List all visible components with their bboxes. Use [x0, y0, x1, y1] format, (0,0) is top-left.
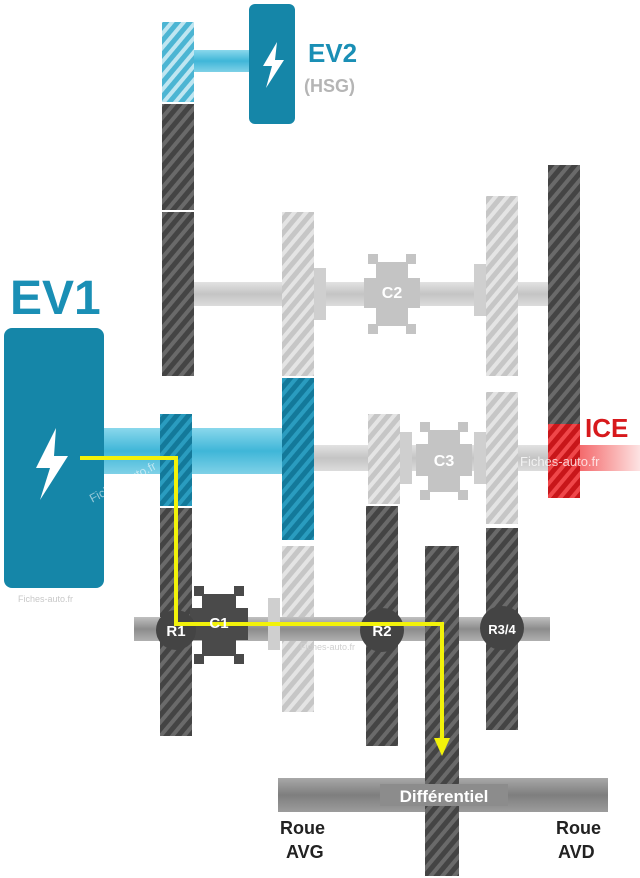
- r34-label: R3/4: [488, 622, 516, 637]
- roue-avd-label-2: AVD: [558, 842, 595, 862]
- watermark: Fiches-auto.fr: [300, 642, 355, 652]
- ev2-gear: [162, 22, 194, 102]
- gear-light-a-top: [282, 212, 314, 376]
- gear-column-left-mid: [162, 212, 194, 376]
- c2-shaft-group: C2: [194, 165, 580, 425]
- power-flow-arrowhead: [434, 738, 450, 756]
- power-flow-line: [80, 456, 444, 742]
- clutch-c3: C3: [416, 422, 472, 500]
- gear-light-c: [368, 414, 400, 504]
- lightning-bolt-icon: [36, 428, 68, 500]
- watermark: Fiches-auto.fr: [520, 454, 600, 469]
- r2-node: [360, 608, 404, 652]
- c1-label: C1: [209, 615, 228, 632]
- c2-label: C2: [382, 285, 403, 302]
- ev2-group: EV2 (HSG): [162, 4, 357, 124]
- differential-label-bg: [380, 784, 508, 806]
- ev1-shaft: [104, 428, 284, 474]
- roue-avg-label-1: Roue: [280, 818, 325, 838]
- power-flow-path: [80, 456, 450, 756]
- differential-label: Différentiel: [400, 787, 489, 806]
- clutch-c2: C2: [364, 254, 420, 334]
- ice-gear: [548, 424, 580, 498]
- gear-light-b-top: [486, 196, 518, 376]
- synchro-c2-right: [474, 264, 486, 316]
- c3-shaft-group: C3 ICE: [314, 392, 640, 524]
- synchro-c2-left: [314, 268, 326, 320]
- r1-label: R1: [166, 623, 185, 640]
- ice-shaft: [580, 445, 640, 471]
- c3-label: C3: [434, 453, 455, 470]
- synchro-c3-left: [400, 432, 412, 484]
- watermark: Fiches-auto.fr: [18, 594, 73, 604]
- roue-avd-label-1: Roue: [556, 818, 601, 838]
- r34-node: [480, 606, 524, 650]
- gear-right-tall: [548, 165, 580, 425]
- ev1-label: EV1: [10, 272, 101, 325]
- ice-label: ICE: [585, 413, 628, 443]
- ev2-label: EV2: [308, 38, 357, 68]
- ev1-group: EV1: [4, 272, 314, 588]
- hsg-label: (HSG): [304, 76, 355, 96]
- r2-label: R2: [372, 623, 391, 640]
- lightning-bolt-icon: [263, 42, 284, 88]
- roue-avg-label-2: AVG: [286, 842, 324, 862]
- gear-column-left-top: [162, 104, 194, 210]
- r1-node: [156, 610, 196, 650]
- output-shaft-group: [134, 506, 550, 746]
- ev2-shaft: [194, 50, 256, 72]
- ev1-gear-large: [282, 378, 314, 540]
- synchro-c3-right: [474, 432, 486, 484]
- gear-light-b-mid: [486, 392, 518, 524]
